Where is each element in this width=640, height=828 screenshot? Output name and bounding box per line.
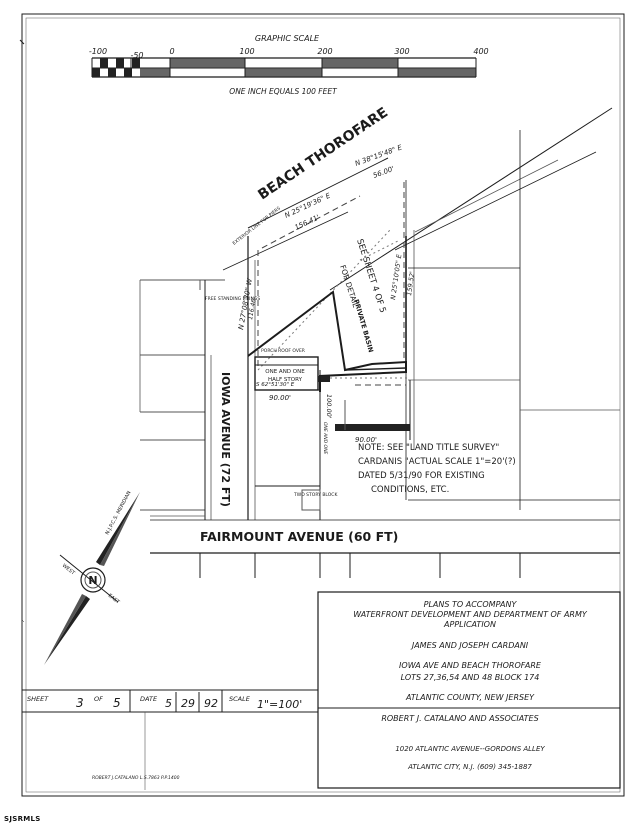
distance-156: 156.41' xyxy=(293,213,320,231)
sheet-label: SHEET xyxy=(27,695,49,703)
distance-56: 56.00' xyxy=(372,165,395,180)
title-line-3: APPLICATION xyxy=(443,620,496,629)
engineer-signature: ROBERT J.CATALANO L.S.7863 P.P.1400 xyxy=(92,775,180,781)
note-line: CONDITIONS, ETC. xyxy=(371,485,449,495)
iowa-avenue-label: IOWA AVENUE (72 FT) xyxy=(219,372,232,507)
scale-value: 1"=100' xyxy=(257,698,302,711)
distance-100: 100.00' xyxy=(325,394,333,419)
existing-conditions-note: NOTE: SEE "LAND TITLE SURVEY" CARDANIS "… xyxy=(358,443,516,495)
sheet-info-row: SHEET 3 OF 5 DATE 5 29 92 SCALE 1"=100' xyxy=(21,689,319,790)
distance-90: 90.00' xyxy=(269,394,291,402)
graphic-scale: GRAPHIC SCALE -100 -50 0 100 200 3 xyxy=(89,34,489,96)
scale-note: ONE INCH EQUALS 100 FEET xyxy=(229,87,338,96)
firm-address-2: ATLANTIC CITY, N.J. (609) 345-1887 xyxy=(407,763,532,771)
scale-tick-label: 300 xyxy=(394,47,409,56)
of-label: OF xyxy=(94,695,103,703)
lots-block: LOTS 27,36,54 AND 48 BLOCK 174 xyxy=(401,673,540,682)
sheet-total: 5 xyxy=(113,696,121,710)
project-boundary xyxy=(247,236,407,392)
free-standing-label: FREE STANDING PILINGS xyxy=(205,296,260,302)
scale-tick-label: 0 xyxy=(169,47,174,56)
house-label-2: HALF STORY xyxy=(268,377,303,383)
scale-tick-label: 400 xyxy=(473,47,488,56)
scale-tick-label: 100 xyxy=(239,47,254,56)
bearing-right: N 25°10'05" E xyxy=(389,253,403,300)
dock-structure xyxy=(301,376,411,511)
house-outline: PORCH ROOF OVER ONE AND ONE HALF STORY xyxy=(254,348,330,391)
graphic-scale-title: GRAPHIC SCALE xyxy=(255,34,320,43)
private-basin-label: PRIVATE BASIN xyxy=(352,298,375,353)
county: ATLANTIC COUNTY, NEW JERSEY xyxy=(405,693,535,702)
west-label: WEST xyxy=(61,563,77,577)
date-year: 92 xyxy=(204,697,218,710)
exterior-line-label: EXTERIOR LINE FOR PIERS xyxy=(232,205,282,246)
distance-116: 116.46' xyxy=(247,296,258,320)
distance-159: 159.52' xyxy=(405,271,416,297)
distance-90b: 90.00' xyxy=(355,436,377,444)
sheet-number: 3 xyxy=(76,696,84,710)
porch-label: PORCH ROOF OVER xyxy=(261,348,305,354)
footer-watermark: SJSRMLS xyxy=(4,815,41,823)
firm-address-1: 1020 ATLANTIC AVENUE--GORDONS ALLEY xyxy=(395,745,545,753)
title-line-1: PLANS TO ACCOMPANY xyxy=(424,600,518,609)
lot-grid xyxy=(139,107,620,578)
annotations: EXTERIOR LINE FOR PIERS FREE STANDING PI… xyxy=(205,205,516,498)
owner-name: JAMES AND JOSEPH CARDANI xyxy=(410,641,529,650)
bearing-n25: N 25°19'36" E xyxy=(283,191,332,219)
scale-tick-label: -100 xyxy=(89,47,107,56)
title-block: PLANS TO ACCOMPANY WATERFRONT DEVELOPMEN… xyxy=(317,591,621,789)
scale-checker xyxy=(92,58,476,77)
scale-tick-label: -50 xyxy=(130,51,143,60)
fairmount-avenue-label: FAIRMOUNT AVENUE (60 FT) xyxy=(200,529,398,544)
north-arrow: N N.J.P.C.S. MERIDIAN EAST WEST xyxy=(44,490,140,665)
east-label: EAST xyxy=(107,593,122,606)
small-note: ONE AND ONE xyxy=(322,422,328,454)
title-line-2: WATERFRONT DEVELOPMENT AND DEPARTMENT OF… xyxy=(353,610,588,619)
scale-label: SCALE xyxy=(229,695,251,703)
project-location: IOWA AVE AND BEACH THOROFARE xyxy=(399,661,542,670)
note-line: CARDANIS "ACTUAL SCALE 1"=20'(?) xyxy=(358,457,516,467)
firm-name: ROBERT J. CATALANO AND ASSOCIATES xyxy=(381,714,538,723)
note-line: DATED 5/31/90 FOR EXISTING xyxy=(358,471,485,481)
north-letter: N xyxy=(88,574,97,587)
sheet-border xyxy=(19,13,625,797)
note-line: NOTE: SEE "LAND TITLE SURVEY" xyxy=(358,443,499,453)
date-label: DATE xyxy=(140,695,158,703)
scale-tick-label: 200 xyxy=(317,47,332,56)
date-day: 29 xyxy=(181,697,195,710)
bearing-n38: N 38°15'48" E xyxy=(354,143,404,168)
two-story-label: TWO STORY BLOCK xyxy=(293,492,338,498)
house-label-1: ONE AND ONE xyxy=(265,369,305,375)
dashed-offsets xyxy=(257,182,408,386)
bearing-south: S 62°51'30" E xyxy=(256,382,295,388)
date-month: 5 xyxy=(165,697,172,710)
